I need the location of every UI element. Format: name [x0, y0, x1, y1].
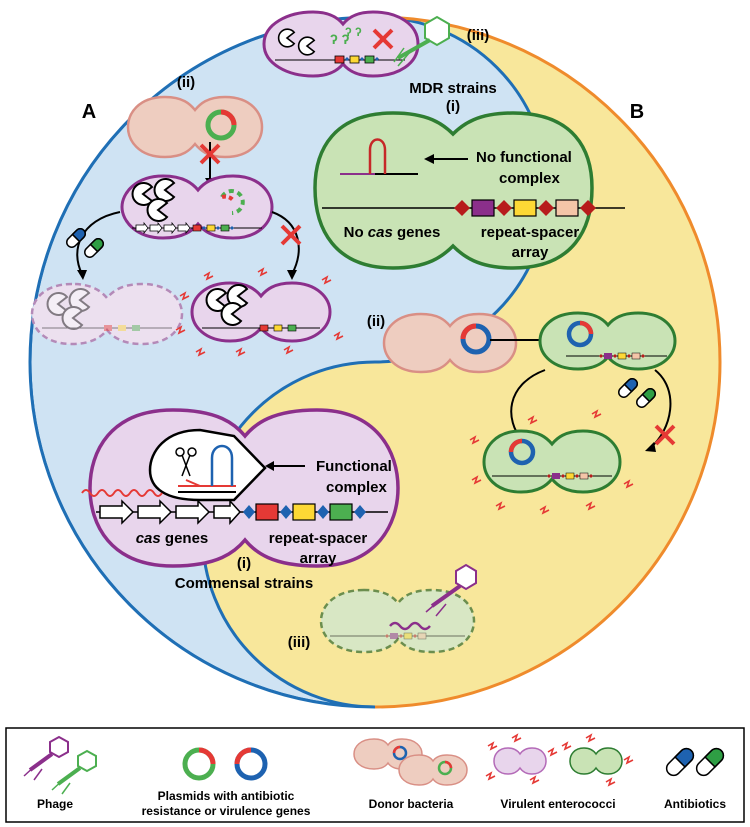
functional-complex-line1: Functional — [316, 458, 392, 475]
legend-donor-label: Donor bacteria — [369, 797, 454, 811]
foreign-dna — [81, 489, 163, 497]
panel-b-iii-label: (iii) — [288, 634, 311, 651]
legend-virulent-icons — [485, 734, 634, 786]
panel-a-i-group: Functional complex cas genes repeat-spac… — [81, 408, 400, 592]
mdr-strains-title: MDR strains — [409, 80, 497, 97]
legend-phage-icon — [23, 735, 97, 795]
legend-frame — [5, 727, 745, 823]
repeat-spacer-label-b2: array — [512, 244, 549, 261]
legend-plasmids-line1: Plasmids with antibiotic — [158, 789, 295, 803]
antibiotic-pills-a — [66, 228, 104, 258]
panel-b-i-label: (i) — [446, 98, 460, 115]
panel-b-i-group: MDR strains (i) No functional complex No… — [313, 80, 625, 270]
repeat-spacer-label-b1: repeat-spacer — [481, 224, 580, 241]
panel-b-letter: B — [630, 101, 644, 123]
panel-a-iii-group: ʔ ʔ ʔ ʔ (iii) — [262, 10, 490, 78]
legend-antibiotic-icons — [665, 747, 725, 777]
phage-blocked-icon — [393, 15, 450, 67]
no-cas-genes-label: No cas genes — [344, 224, 441, 241]
antibiotic-pills-b — [618, 378, 656, 408]
legend-plasmid-icons — [182, 747, 268, 781]
panel-a-ii-label: (ii) — [177, 74, 195, 91]
scissors-icon — [175, 447, 197, 477]
legend-plasmids-line2: resistance or virulence genes — [142, 804, 311, 818]
cas-genes-label: cas genes — [136, 530, 209, 547]
panel-a-iii-label: (iii) — [467, 27, 490, 44]
legend: Phage Plasmids with antibiotic resistanc… — [5, 727, 745, 823]
repeat-spacer-label-a1: repeat-spacer — [269, 530, 368, 547]
panel-a-letter: A — [82, 101, 96, 123]
mdr-cell-large — [313, 111, 594, 270]
panel-b-ii-group: (ii) — [367, 311, 677, 514]
legend-virulent-label: Virulent enterococci — [500, 797, 615, 811]
panel-b-iii-group: (iii) — [288, 563, 477, 654]
repeat-spacer-label-a2: array — [300, 550, 337, 567]
functional-complex-line2: complex — [326, 479, 388, 496]
panel-a-i-label: (i) — [237, 555, 251, 572]
panel-b-ii-label: (ii) — [367, 313, 385, 330]
no-functional-complex-line1: No functional — [476, 149, 572, 166]
legend-donor-icons — [353, 738, 468, 786]
crrna-hairpin — [210, 444, 234, 486]
commensal-strains-label: Commensal strains — [175, 575, 313, 592]
svg-text:ʔ ʔ: ʔ ʔ — [345, 25, 362, 39]
legend-phage-label: Phage — [37, 797, 73, 811]
svg-text:ʔ ʔ: ʔ ʔ — [330, 31, 350, 47]
no-functional-complex-line2: complex — [499, 170, 561, 187]
panel-a-ii-group: (ii) — [30, 74, 344, 356]
block-x-icon — [372, 28, 394, 50]
legend-antibiotics-label: Antibiotics — [664, 797, 726, 811]
phage-infecting-icon — [425, 563, 477, 617]
